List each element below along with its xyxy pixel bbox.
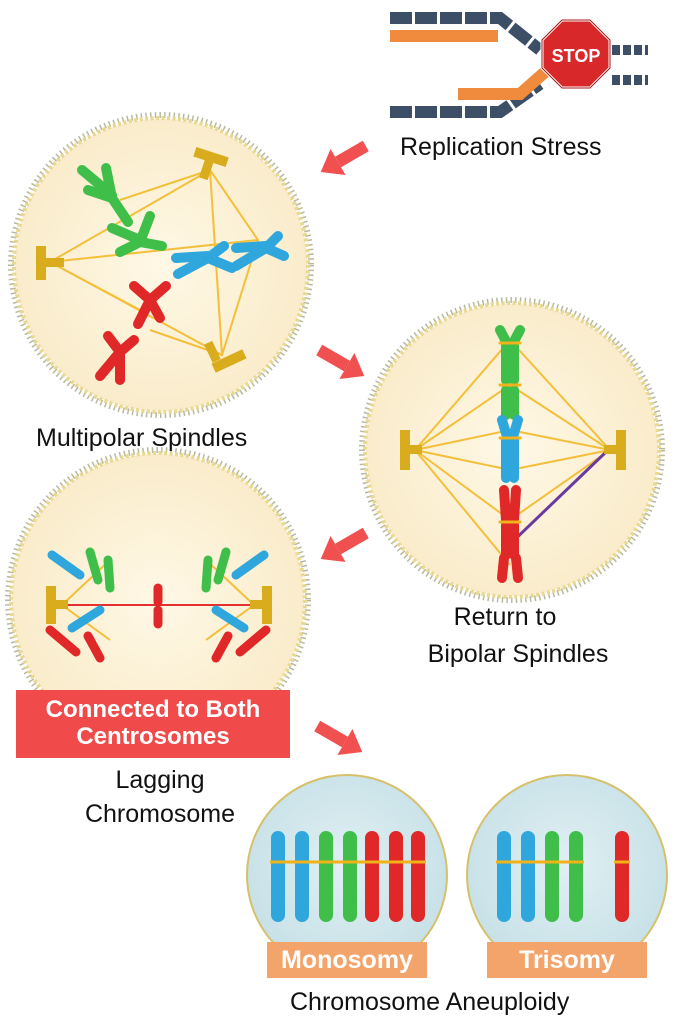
label-lagging: Lagging xyxy=(115,766,205,794)
monosomy-tag: Monosomy xyxy=(267,942,427,978)
trisomy-cell xyxy=(466,774,668,976)
centrosome-icon xyxy=(46,586,272,624)
chromosome-icon xyxy=(497,831,629,922)
stop-sign-text: STOP xyxy=(552,46,601,66)
membrane-icon xyxy=(8,112,314,418)
banner-line-1: Connected to Both xyxy=(45,696,261,723)
centrosome-icon xyxy=(400,430,626,470)
chromosome-icon xyxy=(271,831,425,922)
banner-line-2: Centrosomes xyxy=(76,723,230,750)
label-return-to: Return to xyxy=(453,603,557,631)
trisomy-tag: Trisomy xyxy=(487,942,647,978)
label-replication-stress: Replication Stress xyxy=(400,133,602,161)
chromosome-icon xyxy=(495,325,525,583)
label-chromosome-aneuploidy: Chromosome Aneuploidy xyxy=(290,988,570,1016)
stop-sign-icon: STOP xyxy=(540,18,612,90)
arrow-icon xyxy=(314,140,369,755)
label-multipolar-spindles: Multipolar Spindles xyxy=(36,424,248,452)
centrosome-icon xyxy=(36,146,247,373)
bipolar-cell xyxy=(359,297,665,603)
chromosome-icon xyxy=(45,547,271,663)
label-bipolar-spindles: Bipolar Spindles xyxy=(427,640,609,668)
chromosome-icon xyxy=(77,163,289,385)
lagging-cell xyxy=(5,447,311,753)
label-chromosome: Chromosome xyxy=(84,800,236,828)
membrane-icon xyxy=(359,297,665,603)
replication-fork-icon xyxy=(390,12,648,118)
multipolar-cell xyxy=(8,112,314,418)
connected-banner: Connected to Both Centrosomes xyxy=(16,690,290,758)
